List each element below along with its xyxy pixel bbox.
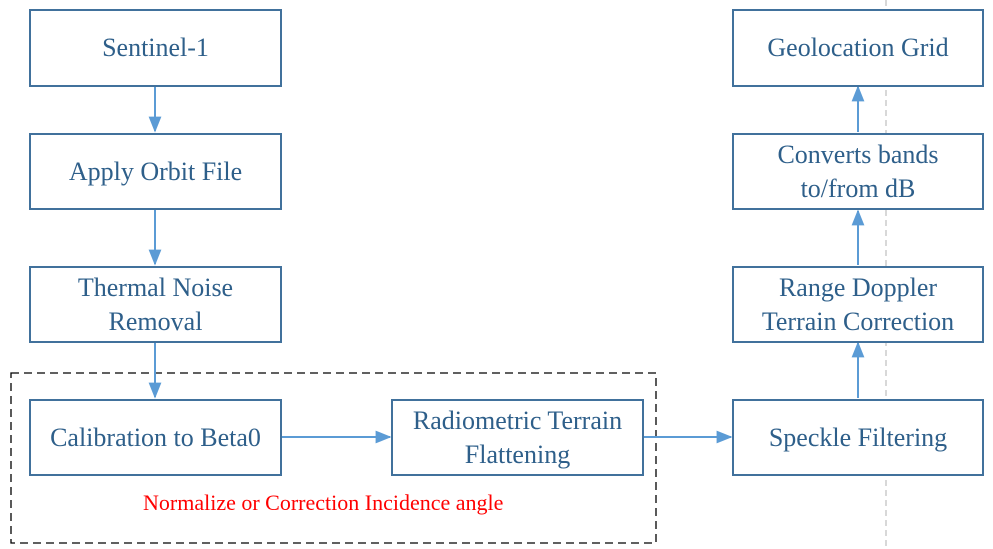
sentinel-1-box: Sentinel-1 <box>29 9 282 87</box>
converts-bands-db-box: Converts bands to/from dB <box>732 133 984 210</box>
converts-bands-db-label: Converts bands to/from dB <box>777 139 939 203</box>
radiometric-terrain-flattening-box: Radiometric Terrain Flattening <box>391 399 644 476</box>
calibration-to-beta0-box: Calibration to Beta0 <box>29 399 282 476</box>
incidence-angle-group-border <box>10 372 657 544</box>
incidence-angle-group-caption: Normalize or Correction Incidence angle <box>143 490 504 515</box>
thermal-noise-removal-box: Thermal Noise Removal <box>29 266 282 343</box>
sentinel-1-label: Sentinel-1 <box>102 33 209 62</box>
calibration-to-beta0-label: Calibration to Beta0 <box>50 422 261 452</box>
thermal-noise-removal-label: Thermal Noise Removal <box>77 272 234 336</box>
apply-orbit-file-box: Apply Orbit File <box>29 133 282 210</box>
speckle-filtering-label: Speckle Filtering <box>768 422 948 452</box>
geolocation-grid-label: Geolocation Grid <box>767 33 949 62</box>
apply-orbit-file-label: Apply Orbit File <box>68 156 243 186</box>
geolocation-grid-box: Geolocation Grid <box>732 9 984 87</box>
range-doppler-terrain-correction-label: Range Doppler Terrain Correction <box>761 272 955 336</box>
range-doppler-terrain-correction-box: Range Doppler Terrain Correction <box>732 266 984 343</box>
radiometric-terrain-flattening-label: Radiometric Terrain Flattening <box>412 405 623 469</box>
speckle-filtering-box: Speckle Filtering <box>732 399 984 476</box>
